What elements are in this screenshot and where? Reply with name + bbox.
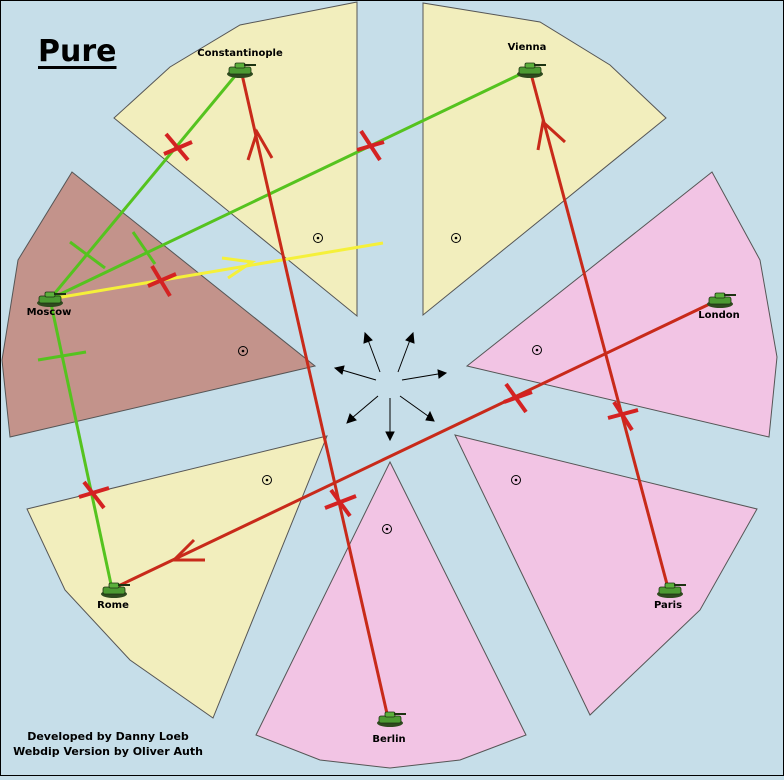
arrowhead (536, 119, 567, 151)
tank-icon[interactable] (657, 582, 686, 598)
support-tick (131, 231, 157, 265)
support-line (48, 298, 114, 590)
arrow-icon (363, 331, 381, 373)
units (37, 62, 736, 727)
failed-x-icon (607, 400, 639, 432)
support-orders (37, 68, 530, 590)
city-label-paris: Paris (653, 600, 683, 611)
territory-vienna[interactable] (422, 2, 667, 317)
supply-center-icon (262, 475, 272, 485)
city-label-vienna: Vienna (507, 42, 547, 53)
tank-icon[interactable] (101, 582, 130, 598)
supply-center-icon (382, 524, 392, 534)
supply-center-icon (313, 233, 323, 243)
failed-x-icon (147, 264, 177, 298)
tank-icon[interactable] (37, 291, 66, 307)
city-label-berlin: Berlin (372, 734, 406, 745)
map-title: Pure (38, 34, 117, 69)
arrowhead (170, 538, 205, 562)
center-arrows (333, 331, 448, 442)
supply-center-icon (532, 345, 542, 355)
move-line (239, 69, 390, 719)
tank-icon[interactable] (517, 62, 546, 78)
arrow-icon (333, 365, 377, 381)
move-line (111, 298, 719, 591)
supply-center-icon (511, 475, 521, 485)
failed-x-icon (163, 132, 193, 162)
failed-x-icon (324, 488, 357, 518)
failed-x-icon (356, 129, 385, 162)
arrowhead (246, 128, 274, 161)
support-line (49, 68, 530, 301)
arrowhead (221, 256, 257, 280)
support-tick (69, 240, 106, 270)
failed-x-icon (78, 480, 110, 510)
territory-moscow[interactable] (1, 171, 317, 438)
city-label-moscow: Moscow (26, 307, 72, 318)
territory-london[interactable] (465, 171, 778, 438)
supply-centers (238, 233, 542, 534)
arrow-icon (385, 398, 395, 442)
tank-icon[interactable] (377, 711, 406, 727)
territory-constantinople[interactable] (113, 1, 358, 318)
city-label-london: London (698, 310, 740, 321)
tank-icon[interactable] (707, 292, 736, 308)
move-line (49, 241, 384, 301)
move-orders (111, 69, 719, 719)
support-tick (37, 350, 87, 362)
move-line (528, 69, 670, 589)
yellow-move (49, 241, 384, 301)
support-line (48, 69, 242, 300)
credits-line-2: Webdip Version by Oliver Auth (13, 745, 203, 758)
credits-line-1: Developed by Danny Loeb (27, 730, 189, 743)
supply-center-icon (451, 233, 461, 243)
city-label-constantinople: Constantinople (197, 48, 283, 59)
failed-x-icon (503, 382, 533, 414)
territory-paris[interactable] (454, 434, 758, 716)
arrow-icon (399, 395, 435, 422)
arrow-icon (346, 395, 379, 424)
territory-berlin[interactable] (255, 460, 527, 769)
arrow-icon (397, 331, 415, 373)
arrow-icon (401, 369, 448, 381)
credits: Developed by Danny Loeb Webdip Version b… (10, 729, 206, 759)
city-label-rome: Rome (97, 600, 129, 611)
tank-icon[interactable] (227, 62, 256, 78)
failed-markers (78, 129, 639, 518)
supply-center-icon (238, 346, 248, 356)
